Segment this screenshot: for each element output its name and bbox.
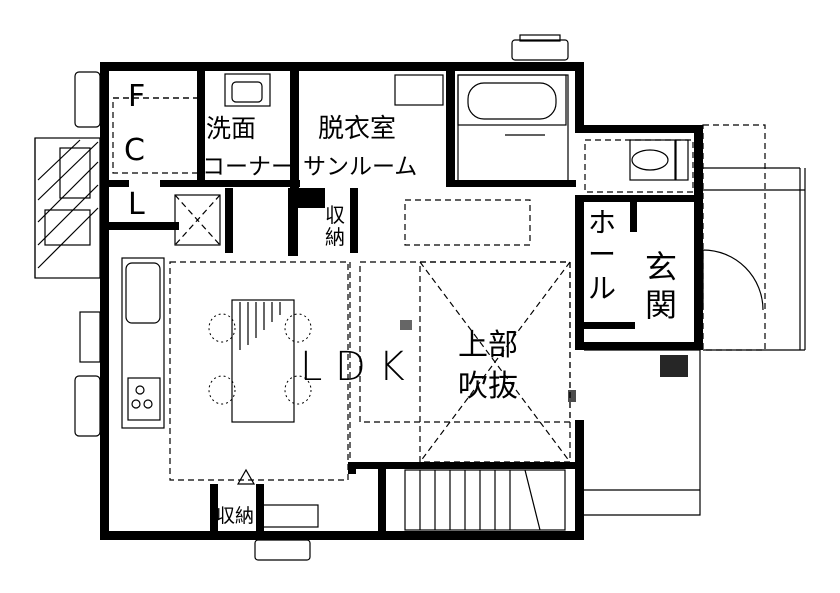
column-marker	[568, 390, 576, 402]
room-label-storage-lower: 収納	[216, 505, 254, 527]
table-hatch	[239, 302, 281, 350]
room-label-fcl-c: C	[124, 133, 145, 168]
vent-arrow	[236, 468, 256, 485]
room-label-hall-1: ホ	[588, 206, 616, 239]
room-label-fcl-f: F	[128, 79, 145, 114]
range-hood	[400, 320, 412, 330]
room-label-entrance-2: 関	[645, 286, 677, 324]
room-label-hall-3: ル	[588, 272, 616, 305]
room-label-fcl-l: L	[128, 187, 145, 222]
room-label-atrium-1: 上部	[458, 328, 518, 363]
room-label-storage-upper-1: 収	[325, 203, 345, 227]
room-label-washroom-2: コーナー	[202, 154, 294, 180]
fixtures	[121, 73, 689, 531]
room-label-storage-upper-2: 納	[325, 225, 345, 249]
room-label-ldk: L D K	[300, 344, 405, 390]
exterior-features	[34, 34, 806, 561]
room-label-dressing-2: サンルーム	[303, 154, 417, 180]
balcony-hatch	[37, 139, 99, 269]
dashed-zones	[112, 97, 694, 481]
staircase	[404, 469, 566, 531]
room-label-atrium-2: 吹抜	[458, 369, 518, 404]
room-label-hall-2: ー	[588, 238, 616, 271]
room-label-entrance-1: 玄	[645, 248, 677, 286]
room-label-dressing-1: 脱衣室	[318, 114, 396, 144]
room-labels: F C L 洗面 コーナー 脱衣室 サンルーム 収 納 ホ ー ル 玄 関 L …	[124, 79, 677, 527]
exterior-walls	[100, 62, 703, 540]
room-label-washroom-1: 洗面	[206, 114, 256, 143]
